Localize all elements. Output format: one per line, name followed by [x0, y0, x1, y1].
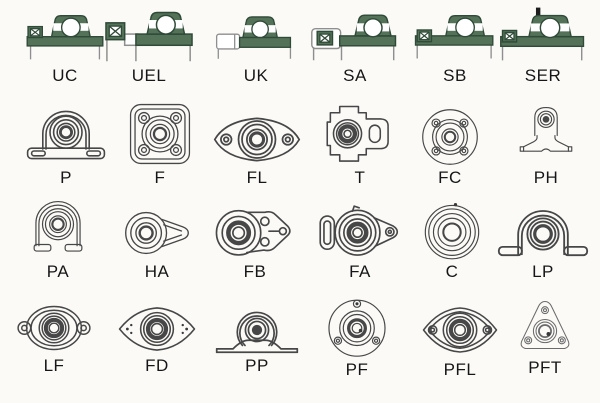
fa-adjuster-flange-diagram: [319, 205, 399, 256]
cell-pf: PF: [307, 294, 407, 380]
cell-fl: FL: [207, 102, 307, 188]
pfl-pressed-oval-flange-diagram: [422, 307, 498, 353]
f-square-flange-diagram: [129, 103, 191, 165]
cell-ser: SER: [493, 2, 593, 86]
type-label-pp: PP: [245, 356, 269, 375]
cell-lp: LP: [493, 208, 593, 282]
type-label-pf: PF: [345, 360, 369, 379]
cell-pa: PA: [8, 196, 108, 282]
type-label-fc: FC: [438, 168, 462, 187]
pf-round-flange-diagram: [328, 299, 386, 357]
cell-pft: PFT: [495, 296, 595, 378]
type-label-uk: UK: [243, 66, 269, 85]
ph-high-pillow-block-diagram: [519, 107, 573, 152]
type-label-pa: PA: [46, 262, 70, 281]
type-label-ha: HA: [144, 262, 170, 281]
type-label-pft: PFT: [528, 358, 562, 377]
cell-f: F: [110, 98, 210, 188]
type-label-lf: LF: [43, 356, 65, 375]
pp-pressed-steel-pillow-diagram: [215, 311, 299, 354]
cell-sb: SB: [405, 4, 505, 86]
cell-uc: UC: [15, 4, 115, 86]
type-label-t: T: [354, 168, 366, 187]
cell-fa: FA: [310, 198, 410, 282]
cell-fb: FB: [205, 200, 305, 282]
uc-bearing-insert-diagram: [26, 15, 104, 60]
cell-fd: FD: [107, 296, 207, 376]
p-pillow-block-diagram: [26, 110, 106, 160]
type-label-pfl: PFL: [443, 360, 477, 379]
sa-bearing-insert-diagram: [311, 14, 397, 61]
cell-lf: LF: [4, 296, 104, 376]
ser-bearing-insert-diagram: [500, 7, 585, 61]
sb-bearing-insert-diagram: [414, 15, 494, 59]
fb-three-bolt-bracket-diagram: [215, 209, 291, 256]
c-cartridge-unit-diagram: [424, 202, 480, 260]
fl-oval-flange-diagram: [213, 117, 301, 162]
cell-ph: PH: [496, 100, 596, 188]
type-label-lp: LP: [532, 262, 554, 281]
uk-bearing-insert-diagram: [215, 16, 292, 59]
cell-pfl: PFL: [410, 298, 510, 380]
pft-triangle-flange-diagram: [520, 300, 570, 349]
type-label-sa: SA: [343, 66, 367, 85]
pa-pillow-block-diagram: [33, 200, 83, 252]
cell-ha: HA: [107, 202, 207, 282]
t-take-up-unit-diagram: [326, 105, 389, 162]
type-label-uc: UC: [52, 66, 78, 85]
type-label-c: C: [445, 262, 459, 281]
type-label-sb: SB: [443, 66, 467, 85]
cell-uk: UK: [206, 4, 306, 86]
type-label-fl: FL: [246, 168, 268, 187]
type-label-f: F: [154, 168, 166, 187]
cell-fc: FC: [400, 102, 500, 188]
lf-light-oval-flange-diagram: [17, 305, 91, 351]
fd-diamond-flange-diagram: [118, 307, 196, 351]
cell-pp: PP: [207, 300, 307, 376]
cell-p: P: [16, 98, 116, 188]
fc-round-flange-cartridge-diagram: [422, 109, 478, 165]
type-label-p: P: [60, 168, 72, 187]
cell-t: T: [310, 98, 410, 188]
uel-bearing-insert-diagram: [105, 11, 193, 62]
cell-sa: SA: [305, 4, 405, 86]
type-label-ser: SER: [524, 66, 562, 85]
type-label-fd: FD: [145, 356, 169, 375]
cell-uel: UEL: [99, 4, 199, 86]
type-label-ph: PH: [533, 168, 559, 187]
ha-hanger-unit-diagram: [125, 211, 189, 255]
type-label-uel: UEL: [131, 66, 167, 85]
type-label-fb: FB: [243, 262, 267, 281]
type-label-fa: FA: [349, 262, 371, 281]
lp-light-pillow-block-diagram: [497, 210, 589, 257]
cell-c: C: [402, 200, 502, 282]
